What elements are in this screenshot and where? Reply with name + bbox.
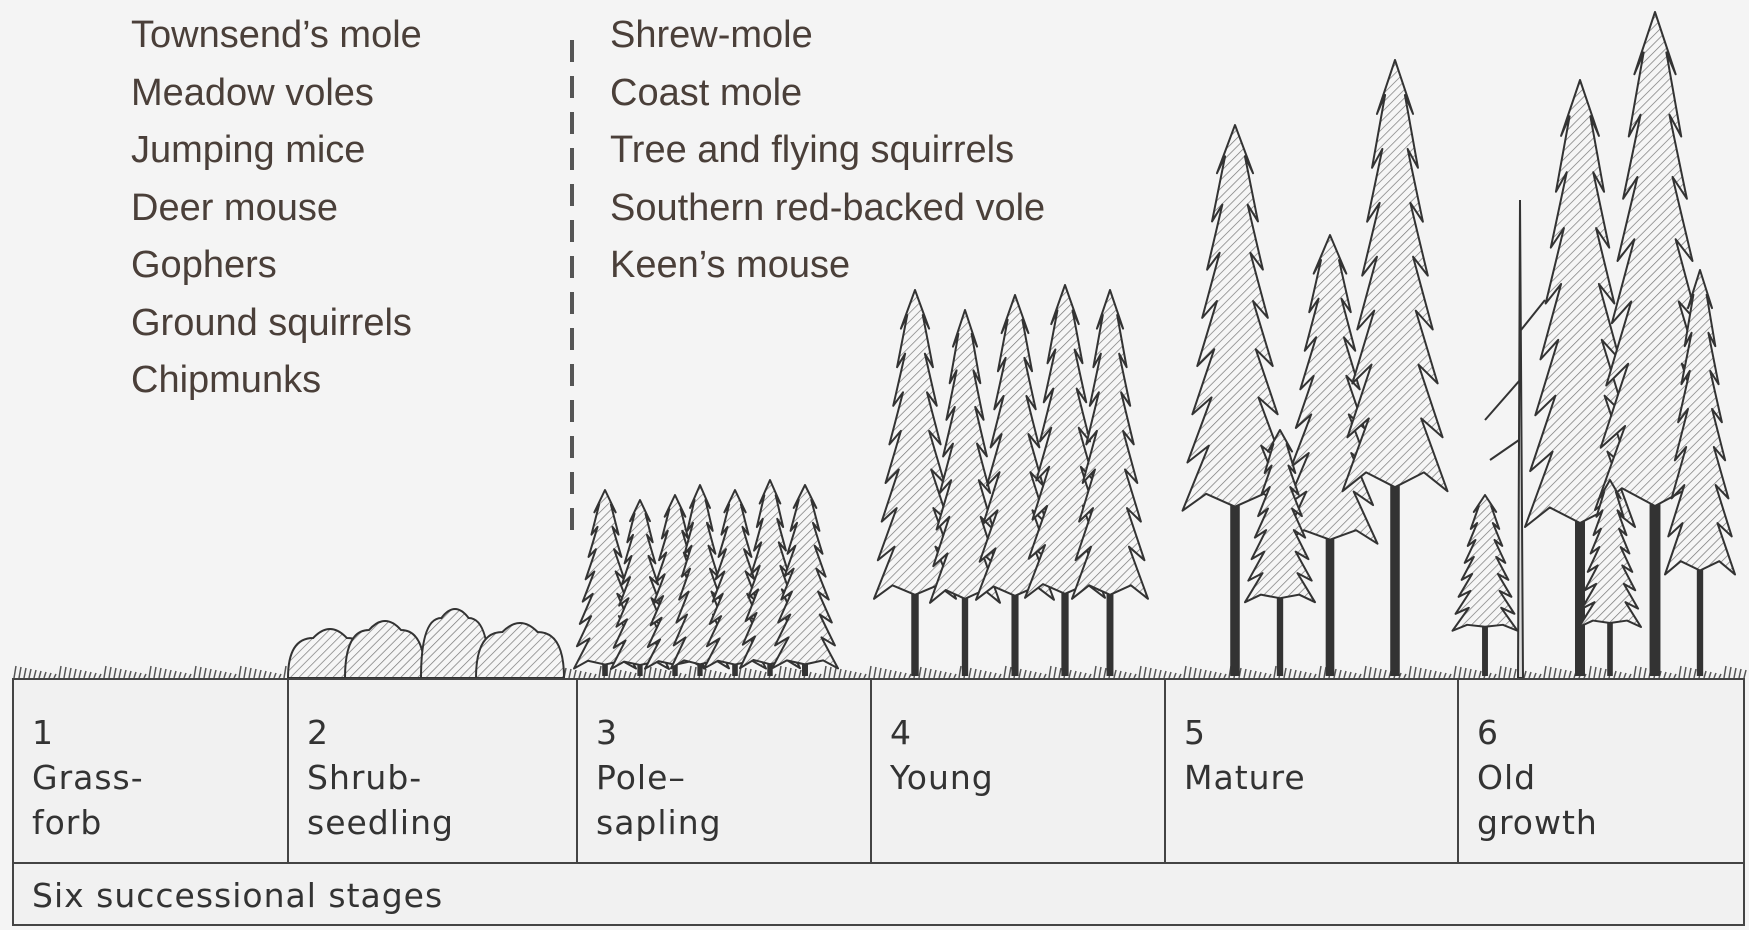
- species-item: Chipmunks: [131, 352, 422, 410]
- stage-name: Mature: [1184, 755, 1457, 800]
- species-item: Shrew-mole: [610, 7, 1045, 65]
- successional-stages-table: 1 Grass- forb 2 Shrub- seedling 3 Pole– …: [12, 678, 1745, 926]
- species-item: Ground squirrels: [131, 295, 422, 353]
- stage-cell-6: 6 Old growth: [1459, 680, 1743, 862]
- species-item: Deer mouse: [131, 180, 422, 238]
- stage-number: 3: [596, 710, 870, 755]
- species-item: Gophers: [131, 237, 422, 295]
- stage-cell-3: 3 Pole– sapling: [578, 680, 872, 862]
- stage-cell-1: 1 Grass- forb: [14, 680, 289, 862]
- late-stage-species-list: Shrew-mole Coast mole Tree and flying sq…: [610, 7, 1045, 295]
- early-stage-species-list: Townsend’s mole Meadow voles Jumping mic…: [131, 7, 422, 410]
- stage-cell-5: 5 Mature: [1166, 680, 1459, 862]
- stage-name: Old growth: [1477, 755, 1743, 845]
- conifer-tree: [1453, 495, 1518, 676]
- conifer-tree: [1072, 290, 1148, 676]
- shrub-layer: [288, 609, 564, 678]
- species-item: Meadow voles: [131, 65, 422, 123]
- stage-name: Young: [890, 755, 1164, 800]
- species-item: Southern red-backed vole: [610, 180, 1045, 238]
- species-item: Coast mole: [610, 65, 1045, 123]
- conifer-tree: [930, 310, 1000, 676]
- stage-divider-dashed-line: [568, 40, 576, 530]
- stage-number: 2: [307, 710, 576, 755]
- species-item: Tree and flying squirrels: [610, 122, 1045, 180]
- table-caption: Six successional stages: [32, 876, 443, 915]
- species-item: Townsend’s mole: [131, 7, 422, 65]
- stage-cell-4: 4 Young: [872, 680, 1166, 862]
- stage-cell-2: 2 Shrub- seedling: [289, 680, 578, 862]
- stage-name: Pole– sapling: [596, 755, 870, 845]
- stage-number: 1: [32, 710, 287, 755]
- stage-number: 5: [1184, 710, 1457, 755]
- conifer-tree: [1343, 60, 1448, 676]
- shrub: [476, 623, 564, 678]
- stages-row: 1 Grass- forb 2 Shrub- seedling 3 Pole– …: [14, 680, 1743, 864]
- stage-name: Grass- forb: [32, 755, 287, 845]
- stage-number: 6: [1477, 710, 1743, 755]
- species-item: Jumping mice: [131, 122, 422, 180]
- stage-number: 4: [890, 710, 1164, 755]
- species-item: Keen’s mouse: [610, 237, 1045, 295]
- shrub: [345, 621, 425, 678]
- stage-name: Shrub- seedling: [307, 755, 576, 845]
